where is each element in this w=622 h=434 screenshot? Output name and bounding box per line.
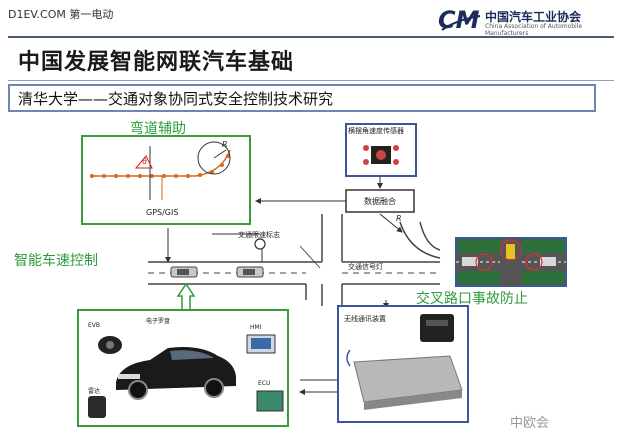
wireless-label: 无线通讯装置 xyxy=(344,315,386,323)
slide-subtitle: 清华大学——交通对象协同式安全控制技术研究 xyxy=(18,90,334,108)
wireless-base-icon xyxy=(346,350,463,410)
header-divider xyxy=(8,36,614,38)
logo-mark: CM xyxy=(438,6,480,34)
logo-subtitle: China Association of Automobile Manufact… xyxy=(485,23,583,37)
up-arrow xyxy=(176,282,196,311)
fusion-r-label: R xyxy=(396,214,402,223)
angle-triangle xyxy=(134,155,153,169)
title-divider xyxy=(8,80,614,81)
signal-label: 交通信号灯 xyxy=(348,263,383,271)
speed-sign-icon xyxy=(254,238,266,250)
antenna-device-icon xyxy=(88,396,106,418)
wechat-watermark: 中欧会 xyxy=(510,416,550,431)
site-watermark: D1EV.COM 第一电动 xyxy=(8,8,114,21)
hmi-label: HMI xyxy=(250,324,262,331)
scene-car-right xyxy=(540,257,556,266)
road-car-left-icon xyxy=(170,266,198,278)
speed-control-label: 智能车速控制 xyxy=(14,253,98,269)
fusion-label: 数据融合 xyxy=(364,197,396,206)
curve-angle-label: θ xyxy=(142,157,147,166)
cm-logo: CM xyxy=(438,6,481,34)
curve-path-dots xyxy=(90,154,230,178)
radius-circle xyxy=(197,141,231,175)
road-car-right-icon xyxy=(236,266,264,278)
ecu-label: ECU xyxy=(258,380,271,387)
slide-title: 中国发展智能网联汽车基础 xyxy=(18,50,295,75)
intersection-label: 交叉路口事故防止 xyxy=(416,291,528,307)
fusion-box xyxy=(345,189,415,213)
yaw-sensor-icon xyxy=(363,145,399,165)
ecu-device-icon xyxy=(256,390,284,412)
curve-assist-panel xyxy=(81,135,251,225)
yaw-sensor-label: 横摆角速度传感器 xyxy=(348,127,404,135)
gyro-label: 电子罗盘 xyxy=(146,318,171,325)
scene-car-left xyxy=(462,257,478,266)
logo-name: 中国汽车工业协会 xyxy=(485,10,582,24)
subtitle-box xyxy=(8,84,596,112)
gps-label: GPS/GIS xyxy=(146,208,179,217)
car-image xyxy=(116,347,236,400)
antenna-label: 雷达 xyxy=(88,388,101,395)
curved-road-outer xyxy=(419,221,441,251)
curved-road-inner xyxy=(399,221,441,259)
speed-sign-label: 交通限速标志 xyxy=(238,231,280,239)
scene-car-center xyxy=(506,244,515,259)
hmi-device-icon xyxy=(246,334,276,354)
curve-radius-label: R xyxy=(222,140,228,149)
ev-label: EVB xyxy=(88,322,101,329)
curve-assist-label: 弯道辅助 xyxy=(130,121,186,137)
wireless-module-icon xyxy=(420,314,454,342)
ev-device-icon xyxy=(98,336,122,354)
